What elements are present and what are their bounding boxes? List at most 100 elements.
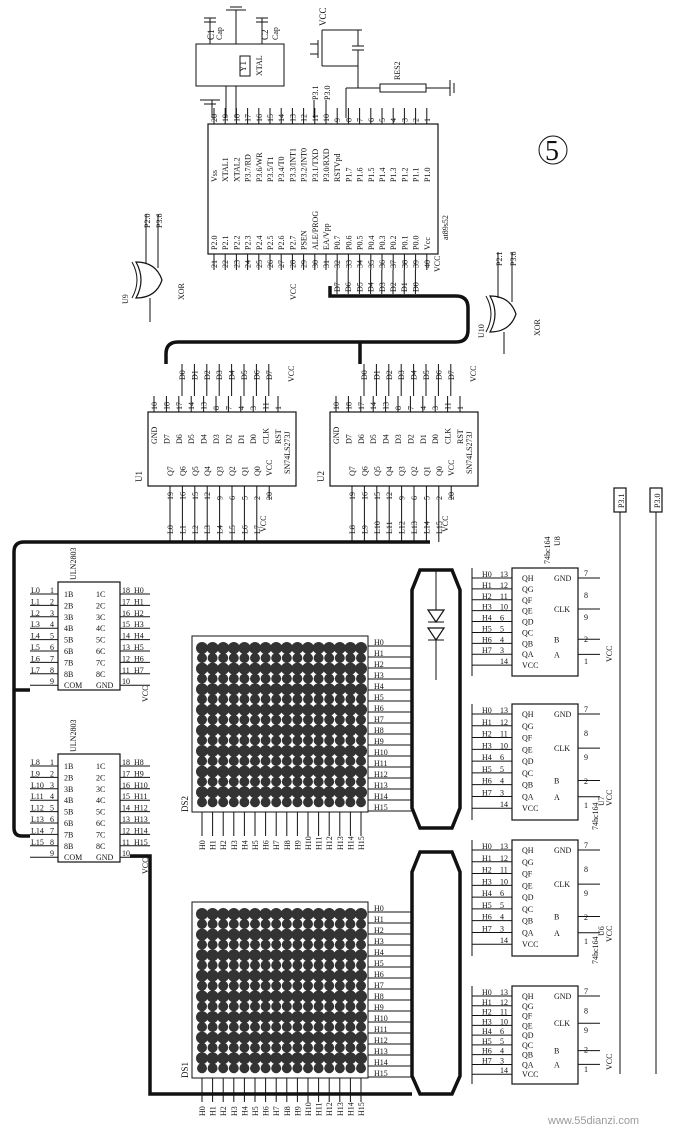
mcu-pin-label: P3.1/TXD [311,149,320,182]
led-dot [281,1063,292,1074]
u7-ctrl-label: GND [554,710,572,719]
led-dot [271,735,282,746]
led-dot [303,1001,313,1012]
led-matrix-ds1: H0H0H1H1H2H2H3H3H4H4H5H5H6H6H7H7H8H8H9H9… [191,901,412,1116]
uln-b-pin-right-label: 5C [96,808,105,817]
u6-ctrl-number: 1 [584,937,588,946]
u5-pin-number: 13 [500,988,508,997]
led-dot [356,1042,366,1053]
u6-output-label: H7 [482,924,492,933]
matrix-row-label: H11 [374,1025,387,1034]
u7-output-label: H5 [482,765,492,774]
matrix-row-label: H10 [374,1014,388,1023]
u7-output-label: H6 [482,777,492,786]
led-dot [217,1031,230,1044]
matrix-column-label: H4 [240,840,249,850]
led-dot [207,797,218,808]
uln-b-pin-right-number: 18 [122,758,130,767]
led-dot [345,919,356,929]
matrix-column-label: H0 [198,1106,207,1116]
led-dot [227,745,240,757]
mcu-pin-label: P0.7 [333,236,342,250]
led-dot [239,714,250,725]
mcu-pin-number: 30 [311,260,320,268]
u6-ctrl-number: 7 [584,841,588,850]
xtal-label: XTAL [255,55,264,76]
oscillator-section: C1 Cap C2 Cap Y1 XTAL [195,6,285,118]
u8-pin-number: 10 [500,603,508,612]
uln-b-pin-left-label: 2B [64,773,73,782]
led-dot [323,949,336,962]
uln-a-pin-right-number: 13 [122,643,130,652]
led-dot [334,1001,345,1012]
led-dot [239,797,250,808]
led-dot [302,1011,314,1023]
led-dot [324,1001,335,1012]
led-dot [250,714,260,725]
uln-a-pin-left-number: 9 [50,677,54,686]
led-dot [206,969,219,982]
u5-pin-label: QD [522,1031,534,1040]
u9-p36-label: P3.6 [155,214,164,228]
led-dot [312,1052,325,1065]
led-dot [197,1001,207,1012]
led-dot [206,949,219,962]
uln-b-pin-left-label: 3B [64,785,73,794]
uln-b-input-label: L10 [31,781,44,790]
tag-p31: P3.1 [617,494,626,508]
mcu-pin-number: 17 [244,114,253,122]
mcu-at89s52: at89s52 [207,123,450,255]
mcu-data-line-label: D2 [389,282,398,292]
led-dot [323,908,336,920]
led-dot [324,1063,335,1074]
uln-b-pin-left-number: 3 [50,781,54,790]
uln-b-input-label: L8 [31,758,40,767]
u5-output-label: H0 [482,988,492,997]
matrix-row-label: H2 [374,926,384,935]
u7-pin-label: QC [522,769,533,778]
led-dot [249,642,261,654]
matrix-column-label: H10 [304,836,313,850]
uln-a-pin-right-number: 16 [122,609,130,618]
matrix-row-label: H7 [374,715,384,724]
mcu-data-line-label: D0 [411,282,420,292]
uln-a-input-label: L4 [31,632,40,641]
led-dot [249,949,261,962]
led-dot [271,960,282,971]
u2-in-pin-number: 8 [394,406,403,410]
u5-output-label: H6 [482,1047,492,1056]
led-dot [239,1063,250,1074]
led-dot [197,694,207,705]
u8-part-label: 74hc164 [543,536,552,564]
led-dot [356,735,366,746]
led-dot [260,1001,271,1012]
led-dot [227,949,240,962]
led-dot [280,1052,293,1065]
u5-output-label: H4 [482,1027,492,1036]
led-dot [218,776,229,787]
mcu-vcc-label: VCC [433,256,442,272]
led-dot [250,1063,260,1074]
led-dot [356,980,366,991]
led-dot [324,756,335,766]
led-dot [259,683,272,696]
led-dot [333,765,346,778]
matrix-row-label: H8 [374,726,384,735]
led-dot [280,745,293,757]
matrix-column-label: H12 [325,836,334,850]
uln-a-pin-right-number: 14 [122,632,130,641]
led-dot [270,662,283,675]
led-dot [323,990,336,1003]
led-dot [227,1052,240,1065]
u2-out-pin-number: 19 [348,492,357,500]
reset-section: VCC RES2 P3.1 P3.0 [310,7,455,118]
led-dot [356,776,366,787]
u8-ctrl-label: GND [554,574,572,583]
uln-b-pin-left-label: 5B [64,808,73,817]
u1-out-pin-number: 12 [203,492,212,500]
led-dot [355,1011,367,1023]
led-dot [207,919,218,929]
matrix-row-label: H2 [374,660,384,669]
led-dot [260,919,271,929]
u8-vcc-label: VCC [605,646,614,662]
